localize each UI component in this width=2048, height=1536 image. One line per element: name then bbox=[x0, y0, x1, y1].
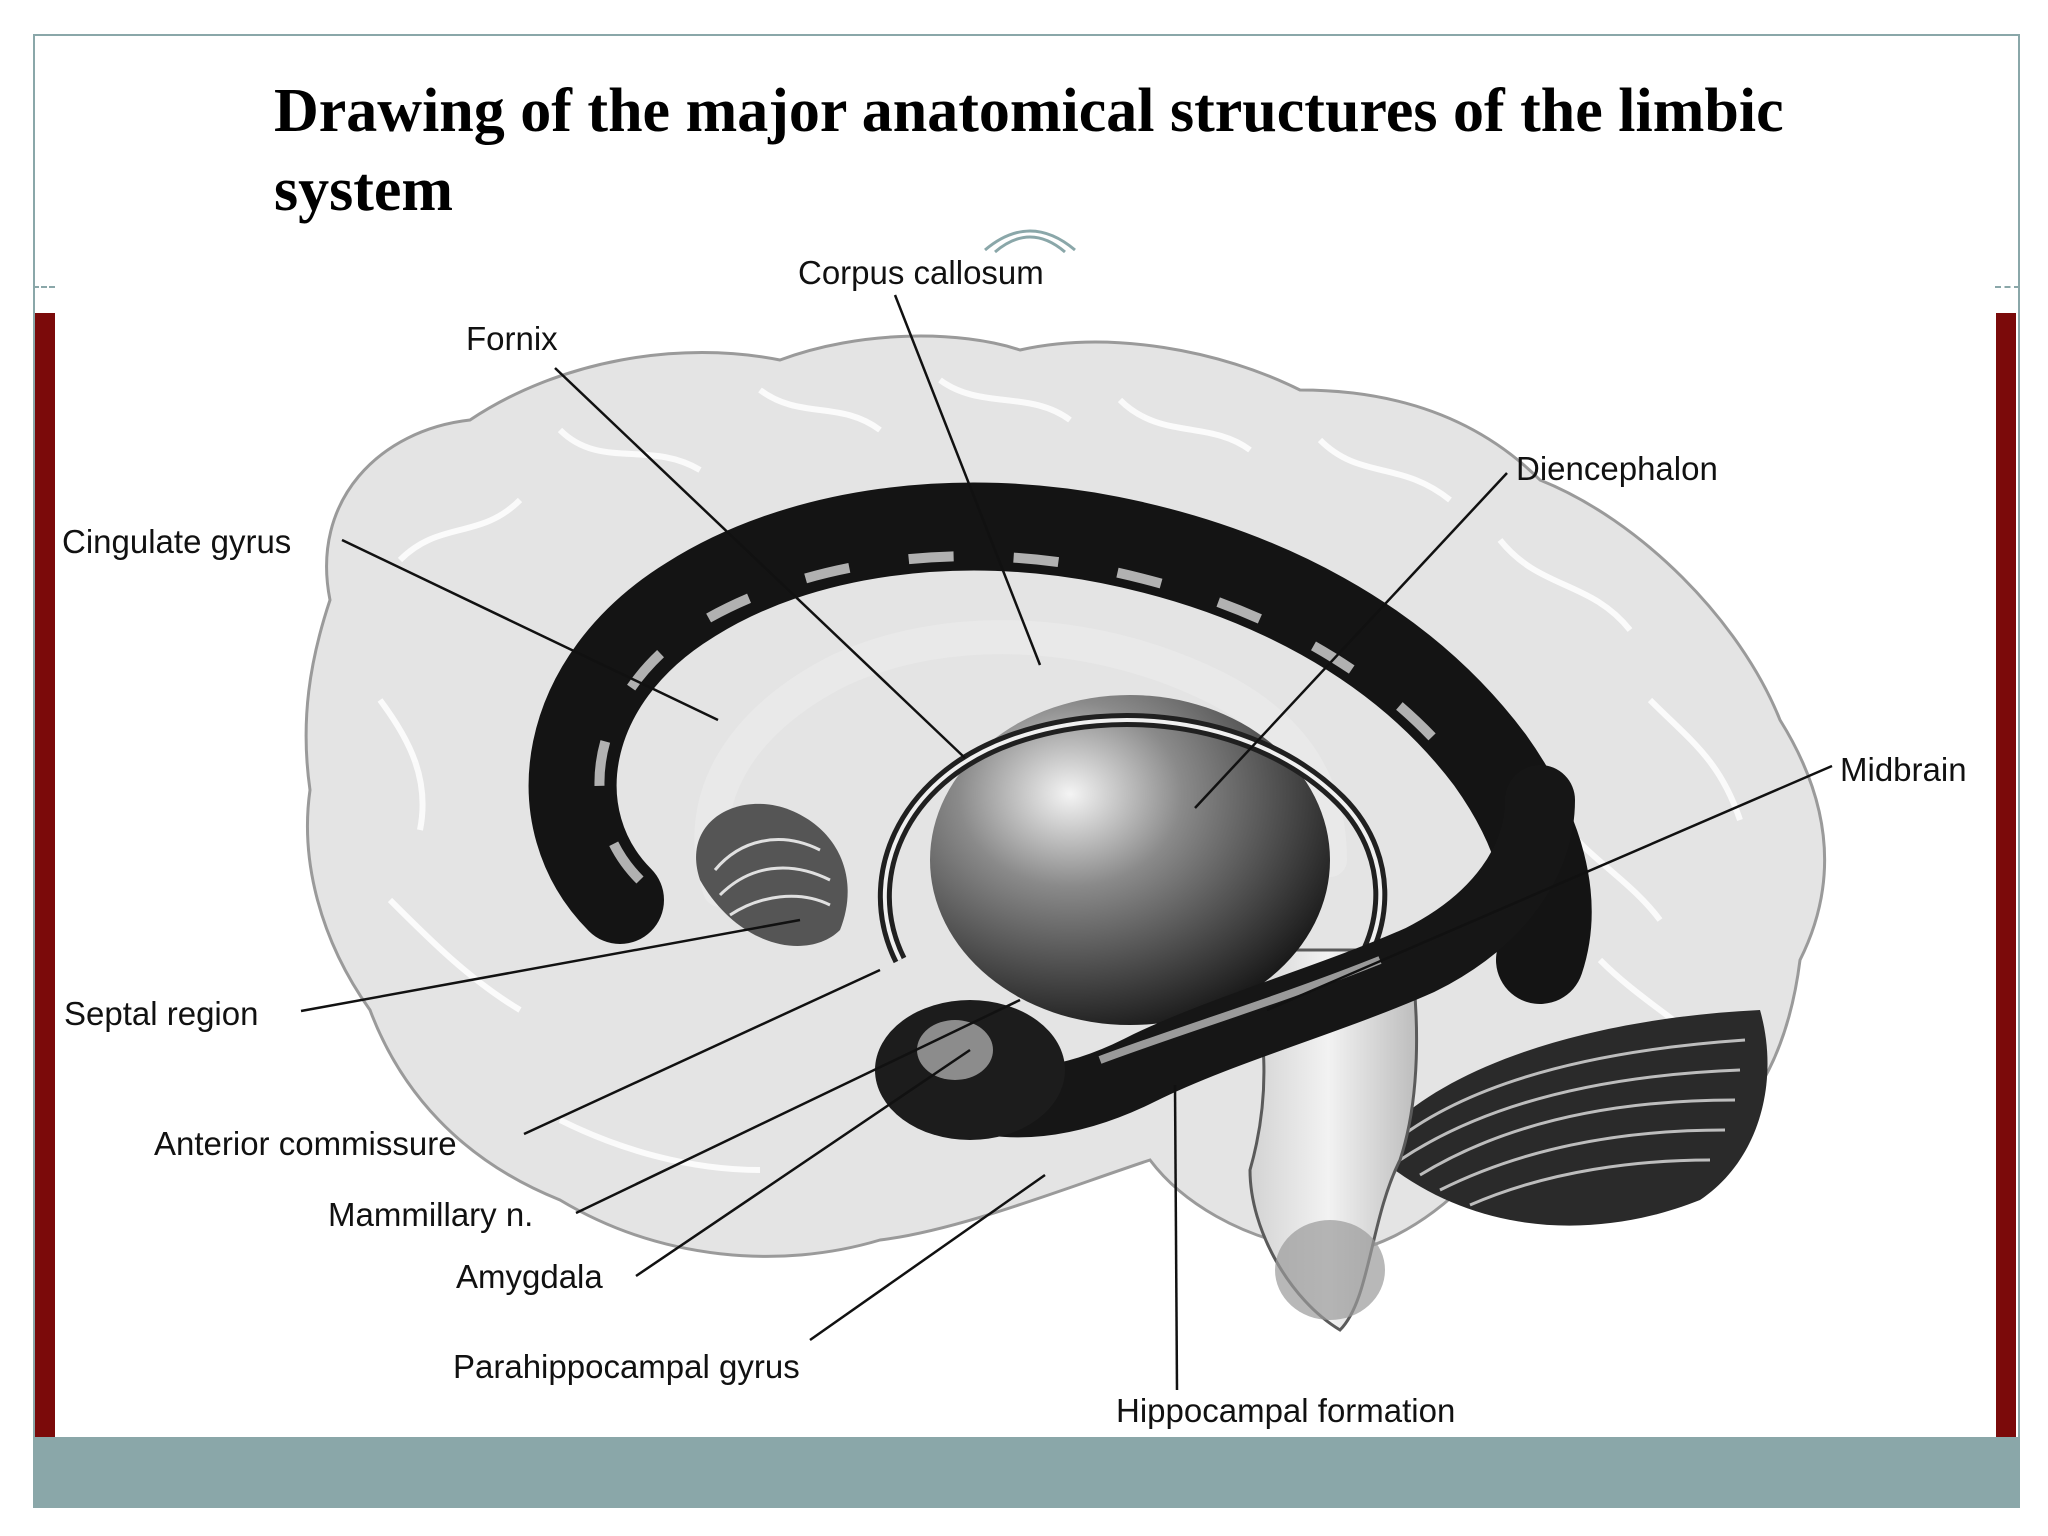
cingulate-gyrus-highlight bbox=[594, 551, 1469, 884]
leader-diencephalon bbox=[1194, 472, 1508, 809]
pons-shading bbox=[1275, 1220, 1385, 1320]
fornix-highlight bbox=[882, 718, 1383, 1002]
left-accent-bar bbox=[35, 313, 55, 1437]
diencephalon-shape bbox=[930, 695, 1330, 1025]
label-diencephalon: Diencephalon bbox=[1516, 450, 1718, 487]
cerebellum bbox=[1370, 1010, 1768, 1226]
leader-anterior-commissure bbox=[523, 968, 881, 1136]
leader-hippocampal-formation bbox=[1173, 1084, 1179, 1391]
mammillary-body bbox=[917, 1020, 993, 1080]
label-septal-region: Septal region bbox=[64, 995, 258, 1032]
footer-band bbox=[35, 1437, 2018, 1506]
right-title-divider bbox=[1995, 286, 2020, 288]
left-title-divider bbox=[33, 286, 55, 288]
cingulate-gyrus-shape bbox=[528, 482, 1592, 1004]
label-cingulate-gyrus: Cingulate gyrus bbox=[62, 523, 291, 560]
label-mammillary-n: Mammillary n. bbox=[328, 1196, 533, 1233]
title-ornament-arc bbox=[984, 229, 1076, 252]
slide-title: Drawing of the major anatomical structur… bbox=[274, 77, 1784, 225]
right-accent-bar bbox=[1996, 313, 2016, 1437]
title-ornament-arc-inner bbox=[994, 235, 1066, 254]
label-hippocampal-formation: Hippocampal formation bbox=[1116, 1392, 1455, 1429]
leader-septal-region bbox=[300, 918, 801, 1013]
leader-parahippocampal-gyrus bbox=[809, 1173, 1046, 1342]
corpus-callosum-shape bbox=[694, 620, 1347, 907]
leader-fornix bbox=[554, 367, 966, 759]
label-fornix: Fornix bbox=[466, 320, 558, 357]
septal-region-shape bbox=[696, 803, 848, 946]
label-anterior-commissure: Anterior commissure bbox=[154, 1125, 457, 1162]
leader-mammillary-n bbox=[575, 998, 1021, 1215]
label-parahippocampal-gyrus: Parahippocampal gyrus bbox=[453, 1348, 800, 1385]
leader-cingulate-gyrus bbox=[341, 538, 719, 722]
leader-corpus-callosum bbox=[893, 294, 1042, 666]
label-amygdala: Amygdala bbox=[456, 1258, 603, 1295]
cortical-folds bbox=[377, 377, 1743, 1173]
label-midbrain: Midbrain bbox=[1840, 751, 1967, 788]
hippocampal-highlight bbox=[1098, 956, 1382, 1064]
leader-midbrain bbox=[1266, 764, 1833, 1012]
leader-amygdala bbox=[635, 1048, 971, 1278]
label-corpus-callosum: Corpus callosum bbox=[798, 254, 1044, 291]
septal-fibers bbox=[713, 838, 831, 917]
